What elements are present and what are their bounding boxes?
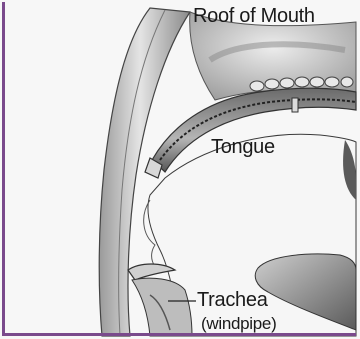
label-roof-of-mouth: Roof of Mouth <box>193 5 315 28</box>
label-tongue: Tongue <box>211 136 275 159</box>
label-trachea: Trachea <box>197 289 268 312</box>
label-windpipe: (windpipe) <box>201 314 276 334</box>
